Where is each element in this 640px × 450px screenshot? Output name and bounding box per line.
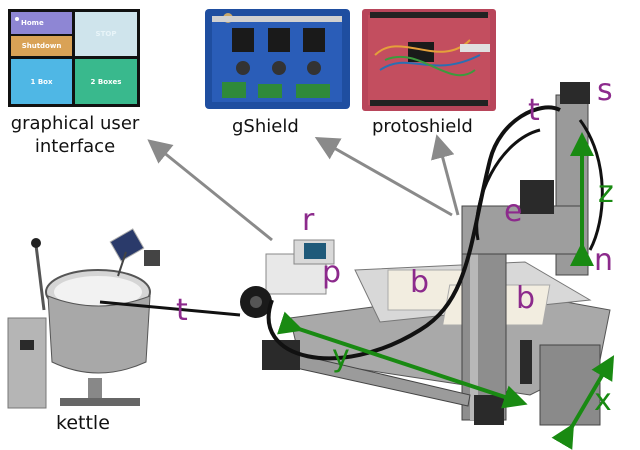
- kettle-image: [7, 228, 160, 409]
- label-r: r: [302, 203, 315, 238]
- gui-home-label: Home: [21, 19, 44, 27]
- label-y: y: [332, 339, 350, 374]
- gui-home-button[interactable]: Home: [11, 12, 72, 34]
- gui-one-box-button[interactable]: 1 Box: [11, 59, 72, 104]
- gui-caption: graphical user interface: [10, 113, 140, 157]
- gui-one-box-label: 1 Box: [30, 77, 53, 86]
- gui-two-boxes-button[interactable]: 2 Boxes: [75, 59, 137, 104]
- label-s: s: [597, 73, 613, 108]
- arrow-gshield: [314, 137, 453, 217]
- label-p: p: [322, 255, 342, 290]
- protoshield-caption: protoshield: [372, 116, 473, 137]
- gui-stop-label: STOP: [95, 30, 117, 38]
- protoshield-board: [362, 9, 496, 111]
- arrow-gui: [147, 139, 273, 242]
- gui-stop-button[interactable]: STOP: [75, 12, 137, 56]
- gshield-caption: gShield: [232, 116, 299, 137]
- kettle-caption: kettle: [56, 412, 110, 434]
- gui-shutdown-label: Shutdown: [21, 42, 62, 50]
- label-e: e: [504, 194, 523, 229]
- arrow-protoshield: [431, 134, 460, 216]
- y-axis-arrow: [277, 311, 528, 409]
- label-t-left: t: [176, 293, 188, 328]
- label-b-right: b: [516, 281, 536, 316]
- label-t-top: t: [528, 93, 540, 128]
- label-x: x: [594, 383, 612, 418]
- pump: [240, 239, 335, 318]
- label-n: n: [594, 243, 614, 278]
- gshield-board: [205, 9, 350, 109]
- gui-screenshot: Home STOP Shutdown 1 Box 2 Boxes: [8, 9, 140, 107]
- gui-shutdown-button[interactable]: Shutdown: [11, 36, 72, 56]
- label-b-left: b: [410, 265, 430, 300]
- label-z: z: [598, 175, 614, 210]
- tube-secondary: [475, 128, 541, 241]
- cursor-icon: [15, 17, 19, 21]
- gui-two-boxes-label: 2 Boxes: [90, 77, 122, 86]
- tube-kettle: [99, 300, 241, 317]
- x-axis-arrow: [551, 355, 615, 450]
